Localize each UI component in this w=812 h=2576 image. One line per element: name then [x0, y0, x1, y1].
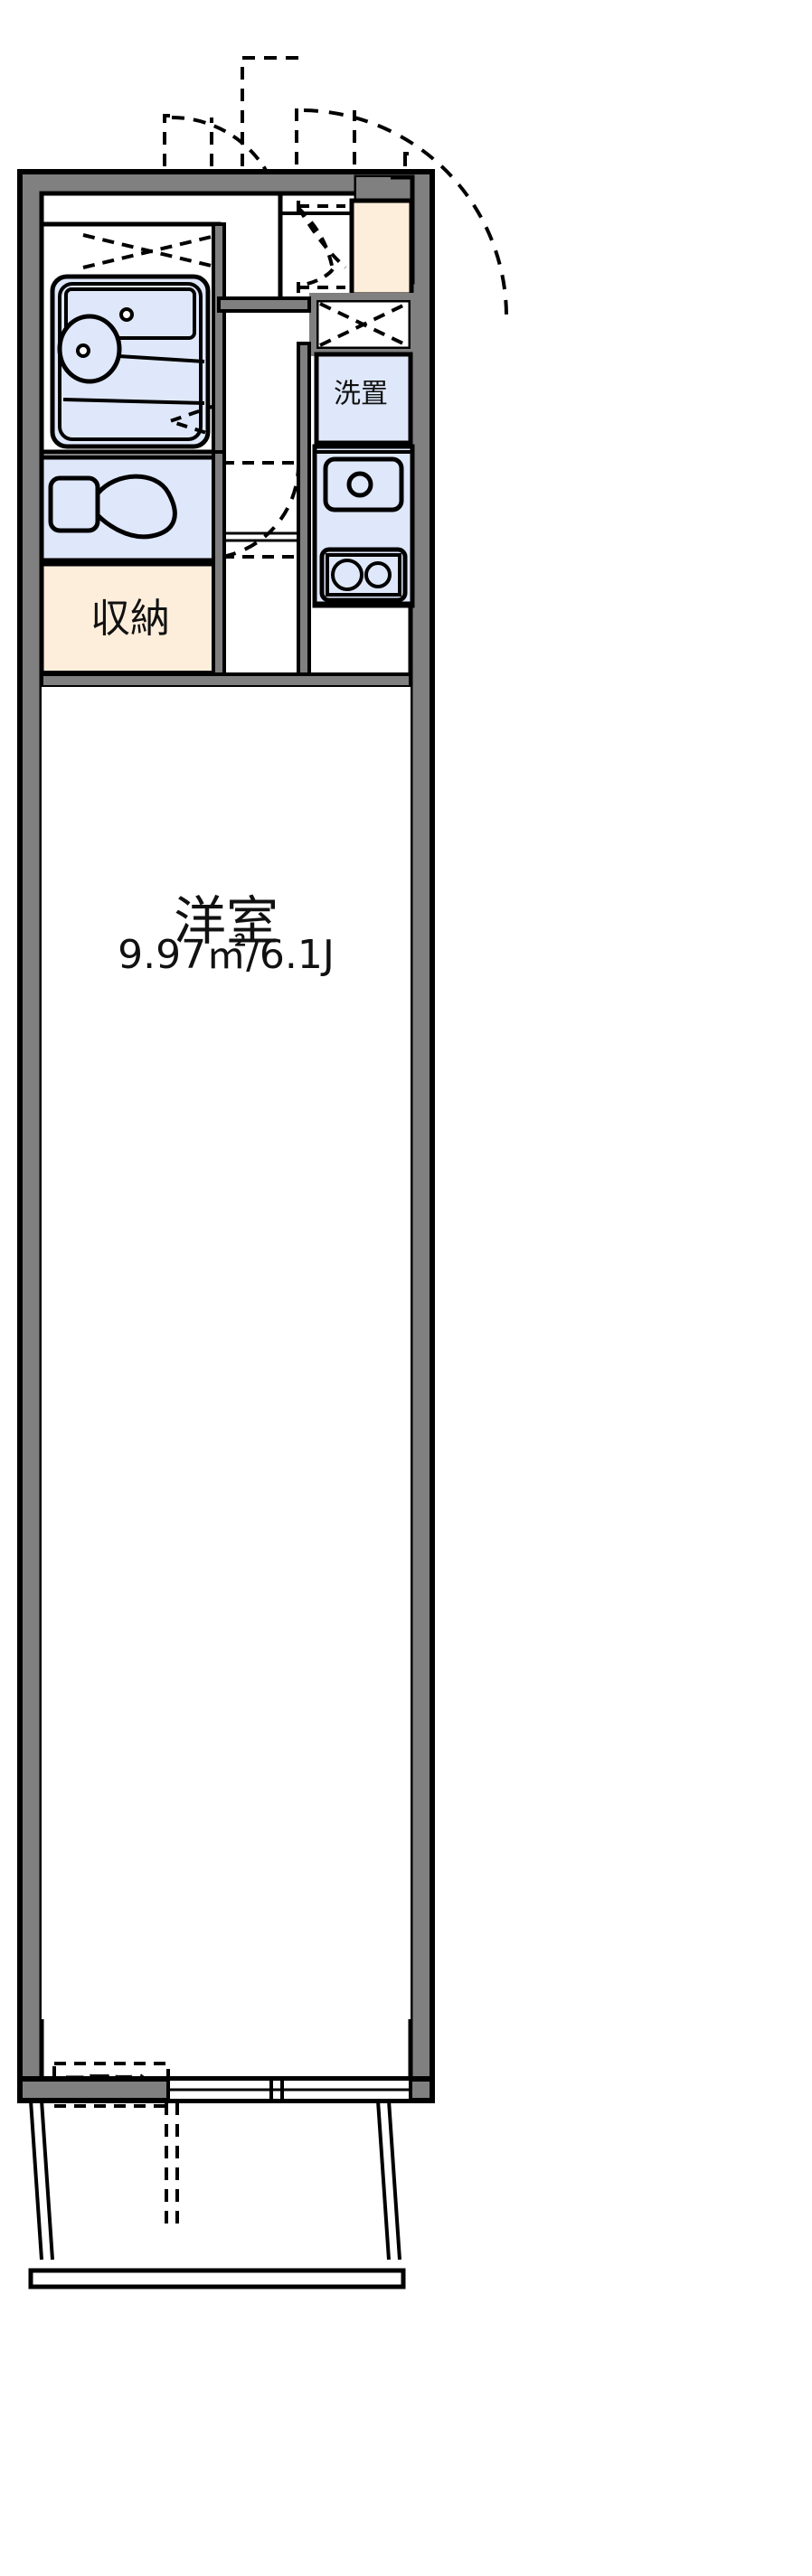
- room-divider-wall: [40, 672, 412, 689]
- main-room-label: 洋室: [174, 890, 279, 952]
- hallway-floor-lines: [224, 531, 298, 542]
- washer-space-label: 洗置: [334, 379, 388, 410]
- bathtub-drain-icon: [119, 307, 134, 322]
- main-room-area: 9.97㎡/6.1J: [118, 932, 335, 978]
- bath-floor-edge: [62, 398, 205, 405]
- stove-burner-right-icon: [364, 561, 392, 588]
- balcony-slab: [28, 2268, 406, 2289]
- bath-partition-wall: [212, 222, 226, 454]
- toilet-tank: [48, 475, 100, 533]
- balcony-window-sash: [269, 2079, 284, 2101]
- storage-label: 収納: [90, 596, 170, 642]
- sink-drain-icon: [346, 471, 373, 498]
- meter-box-cross: [319, 302, 408, 347]
- entry-head-wall: [217, 296, 311, 313]
- bath-counter-edge: [118, 354, 205, 363]
- washer-space: [314, 352, 413, 446]
- main-room-floor: [42, 687, 411, 2019]
- balcony-rails: [29, 2100, 401, 2261]
- hallway-partition-wall: [212, 445, 226, 685]
- stove-burner-left-icon: [331, 559, 364, 591]
- washbasin-drain-icon: [76, 343, 90, 358]
- bath-entry-dashes: [164, 403, 218, 437]
- shoe-closet: [349, 198, 414, 297]
- kitchen-partition-wall: [297, 342, 311, 685]
- bath-folding-door: [82, 233, 220, 269]
- toilet-door-swing: [222, 461, 301, 559]
- toilet-bowl: [95, 474, 177, 540]
- shoe-closet-folding-door: [297, 201, 347, 293]
